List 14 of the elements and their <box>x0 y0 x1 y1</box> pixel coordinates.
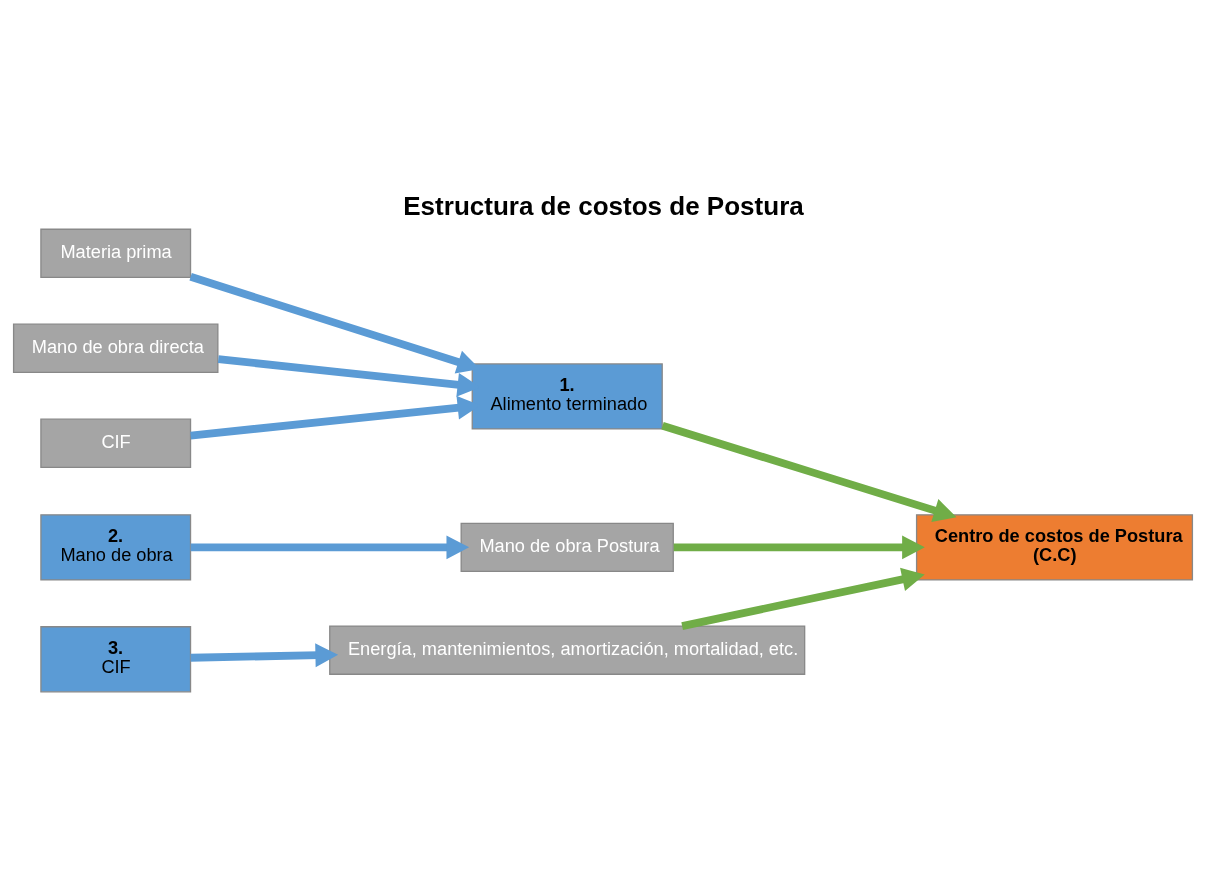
node-box: 1. Alimento terminado <box>471 362 663 430</box>
node-box: Energía, mantenimientos, amortización, mortalidad, etc. <box>329 624 806 675</box>
node-box: Mano de obra Postura <box>460 522 674 572</box>
node-box: Centro de costos de Postura (C.C) <box>915 513 1194 581</box>
node-box: 2. Mano de obra <box>40 513 192 581</box>
arrow <box>673 534 925 559</box>
diagram-title: Estructura de costos de Postura <box>403 190 804 221</box>
arrow <box>661 421 957 522</box>
node-box: 3. CIF <box>40 625 192 692</box>
arrow <box>190 534 470 559</box>
node-box: Mano de obra directa <box>12 323 219 373</box>
arrow <box>190 642 339 667</box>
node-box: Materia prima <box>40 228 192 278</box>
node-box: CIF <box>40 418 192 468</box>
